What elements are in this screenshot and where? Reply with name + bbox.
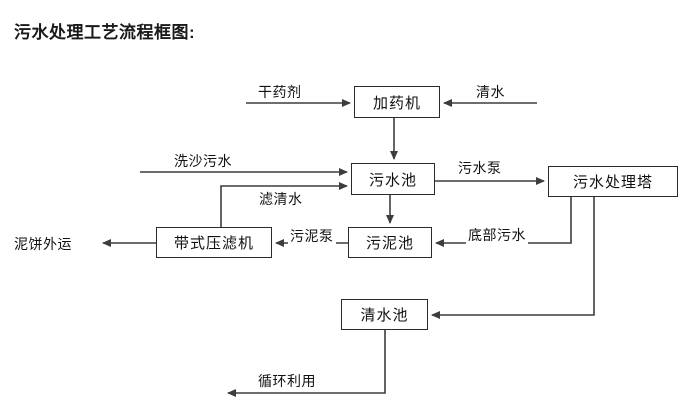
- node-label: 带式压滤机: [173, 235, 254, 252]
- node-clean-water-pool[interactable]: 清水池: [341, 299, 428, 330]
- edge-label-mud-cake-out: 泥饼外运: [14, 236, 72, 252]
- node-label: 污水处理塔: [572, 174, 653, 191]
- edge-label-recycle-use: 循环利用: [258, 373, 316, 389]
- connector-tower-to-clean-water: [431, 197, 595, 319]
- edge-label-filtered-clear-water: 滤清水: [257, 189, 305, 209]
- node-label: 清水池: [360, 307, 409, 324]
- connector-recycle: [227, 330, 386, 397]
- node-label: 污泥池: [365, 235, 414, 252]
- node-dosing-machine[interactable]: 加药机: [354, 86, 440, 118]
- edge-label-bottom-sewage: 底部污水: [466, 225, 528, 245]
- node-sewage-pool[interactable]: 污水池: [351, 163, 435, 195]
- node-belt-filter-press[interactable]: 带式压滤机: [156, 227, 272, 258]
- connector-filtrate: [220, 182, 348, 227]
- edge-label-sand-wash-sewage: 洗沙污水: [172, 151, 234, 171]
- node-treatment-tower[interactable]: 污水处理塔: [548, 166, 678, 197]
- edge-label-sewage-pump: 污水泵: [456, 158, 504, 178]
- node-sludge-pool[interactable]: 污泥池: [348, 227, 432, 258]
- edge-label-dry-agent: 干药剂: [256, 82, 304, 102]
- node-label: 污水池: [368, 171, 417, 189]
- edge-label-sludge-pump: 污泥泵: [288, 226, 336, 246]
- edge-label-clean-water-in: 清水: [474, 82, 507, 102]
- page-title: 污水处理工艺流程框图:: [14, 23, 196, 42]
- node-label: 加药机: [372, 94, 421, 112]
